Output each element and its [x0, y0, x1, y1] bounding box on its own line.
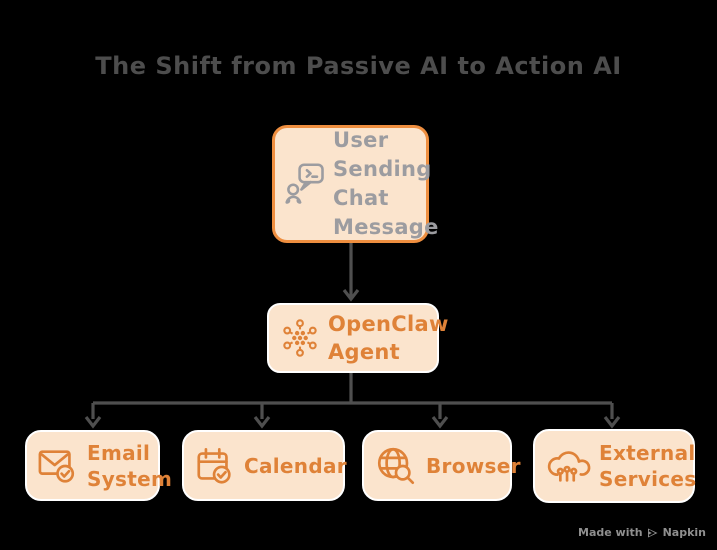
globe-search-icon [374, 444, 418, 488]
node-browser: Browser [362, 430, 520, 501]
node-label: Calendar [244, 453, 347, 478]
node-label: External Services [599, 441, 697, 491]
made-with-label: Made with [578, 526, 643, 539]
email-check-icon [37, 446, 79, 486]
hub-network-icon [279, 317, 321, 359]
node-label: OpenClaw Agent [328, 312, 449, 364]
cloud-services-icon [545, 444, 591, 488]
calendar-check-icon [194, 445, 236, 487]
node-external-services: External Services [533, 429, 697, 503]
napkin-logo-icon [647, 527, 659, 539]
made-with-napkin-watermark: Made with Napkin [578, 526, 706, 539]
node-user-chat-message: User Sending Chat Message [272, 125, 438, 243]
node-label: User Sending Chat Message [333, 128, 439, 239]
diagram-title: The Shift from Passive AI to Action AI [95, 52, 622, 80]
node-openclaw-agent: OpenClaw Agent [267, 303, 449, 373]
node-calendar: Calendar [182, 430, 347, 501]
napkin-brand-label: Napkin [662, 526, 706, 539]
node-label: Email System [87, 440, 173, 491]
chat-user-icon [284, 161, 328, 207]
node-label: Browser [426, 453, 521, 478]
node-email-system: Email System [25, 430, 172, 501]
